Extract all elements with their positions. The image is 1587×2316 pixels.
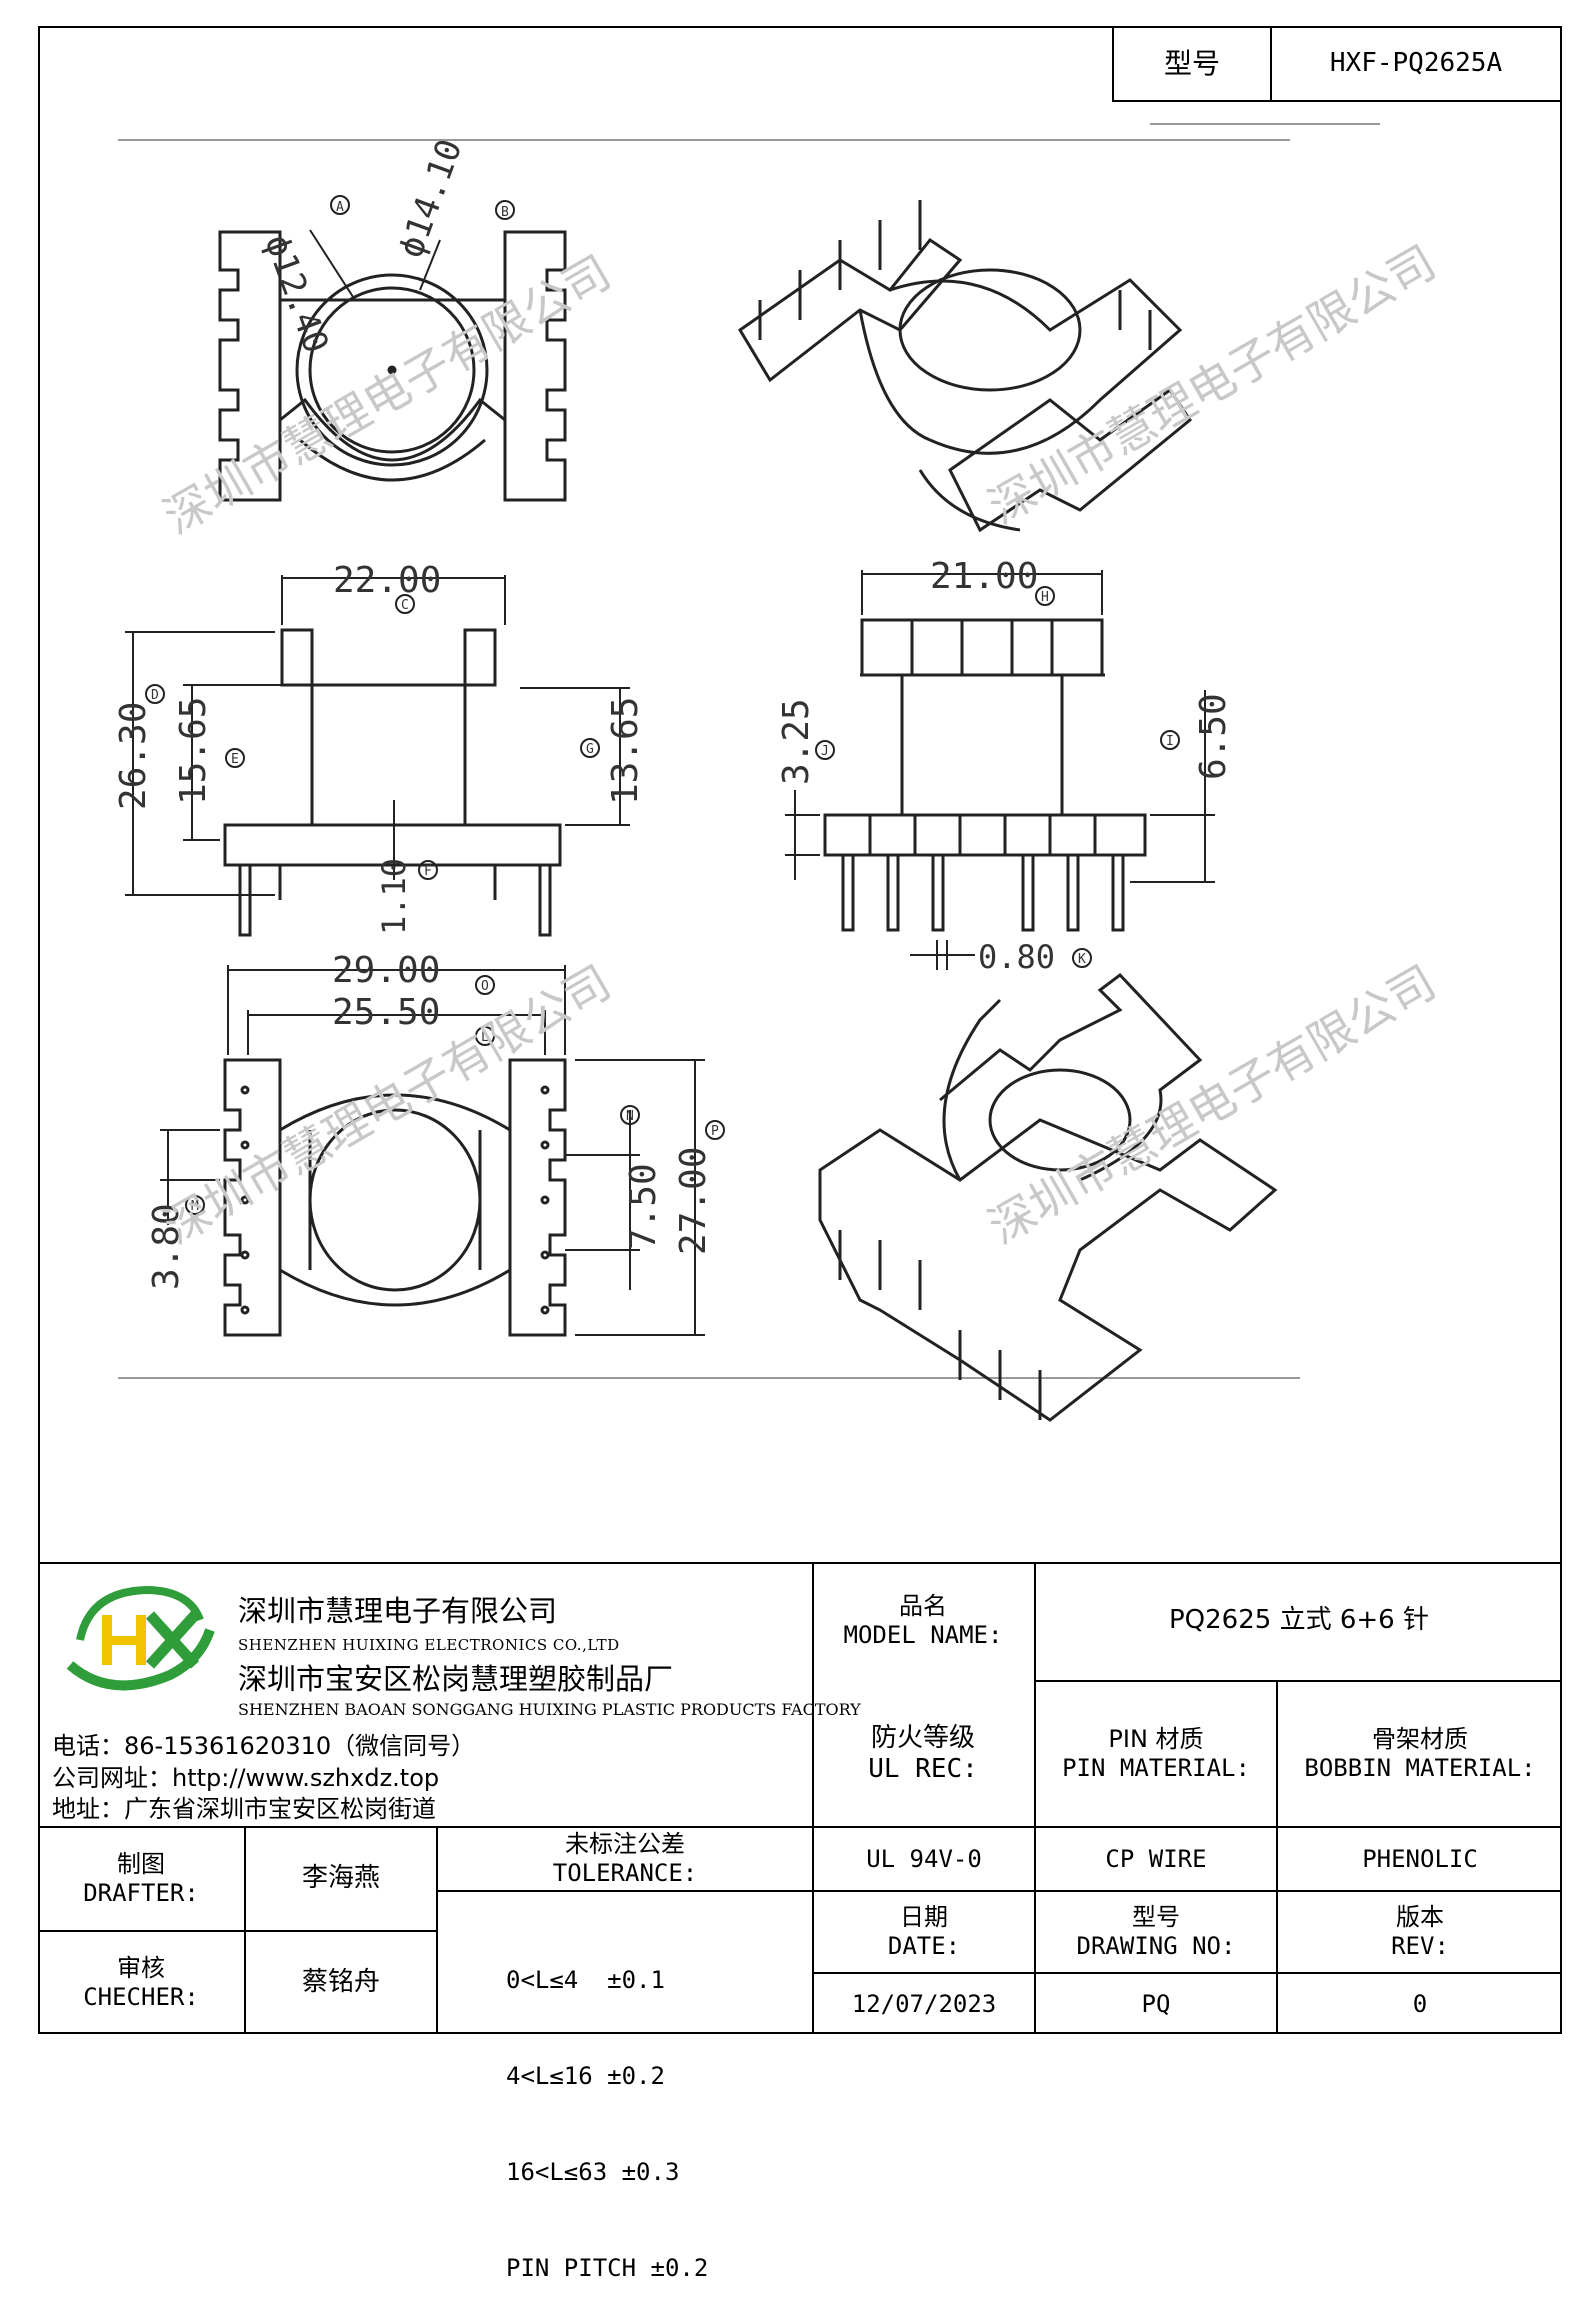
- svg-text:D: D: [151, 688, 159, 703]
- bottom-view: [160, 965, 705, 1337]
- drafter-name: 李海燕: [301, 1863, 380, 1894]
- model-name-value: PQ2625 立式 6+6 针: [1169, 1605, 1429, 1636]
- svg-text:G: G: [586, 742, 594, 757]
- svg-text:B: B: [501, 205, 509, 220]
- dim-width-25: 25.50: [332, 992, 440, 1033]
- svg-text:K: K: [1078, 952, 1086, 967]
- rev-label: 版本 REV:: [1391, 1903, 1449, 1960]
- dim-height-26: 26.30: [113, 702, 154, 810]
- svg-text:N: N: [626, 1109, 634, 1124]
- company-address: 地址：广东省深圳市宝安区松岗街道: [52, 1795, 436, 1823]
- date-label: 日期 DATE:: [887, 1903, 961, 1960]
- tolerance-row: 16<L≤63 ±0.3: [506, 2158, 680, 2186]
- company-logo: [66, 1585, 215, 1691]
- model-label: 型号: [1163, 47, 1220, 81]
- svg-text:L: L: [481, 1030, 489, 1045]
- top-view-outer-circle: [295, 273, 489, 467]
- company-name-en: SHENZHEN HUIXING ELECTRONICS CO.,LTD: [238, 1636, 620, 1654]
- model-value: HXF-PQ2625A: [1329, 48, 1503, 79]
- model-name-label: 品名 MODEL NAME:: [843, 1592, 1003, 1649]
- dim-height-15: 15.65: [173, 697, 214, 805]
- iso-view-top: [737, 200, 1193, 533]
- dim-height-13: 13.65: [605, 697, 646, 805]
- dim-d-outer: ϕ14.10: [391, 134, 471, 263]
- company-website: 公司网址：http://www.szhxdz.top: [52, 1764, 440, 1792]
- dim-width-22: 22.00: [333, 560, 441, 601]
- checker-name: 蔡铭舟: [301, 1967, 380, 1998]
- company-name-cn: 深圳市慧理电子有限公司: [238, 1594, 558, 1628]
- company-phone: 电话：86-15361620310（微信同号）: [52, 1732, 476, 1760]
- dim-pin-width: 0.80: [978, 938, 1055, 976]
- drawing-no-label: 型号 DRAWING NO:: [1076, 1903, 1236, 1960]
- drafter-label: 制图 DRAFTER:: [83, 1850, 199, 1907]
- drawing-no-value: PQ: [1141, 1989, 1171, 2018]
- top-view-inner-circle: [308, 286, 476, 454]
- svg-text:P: P: [711, 1124, 719, 1139]
- bobbin-material-label: 骨架材质 BOBBIN MATERIAL:: [1304, 1725, 1536, 1782]
- pin-material-label: PIN 材质 PIN MATERIAL:: [1062, 1725, 1250, 1782]
- tolerance-row: 4<L≤16 ±0.2: [506, 2062, 665, 2090]
- bottom-view-center-ellipse: [308, 1108, 482, 1292]
- side-view: [785, 570, 1215, 970]
- iso-view-bottom: [818, 972, 1278, 1422]
- dim-width-29: 29.00: [332, 950, 440, 991]
- svg-text:A: A: [336, 200, 344, 215]
- svg-text:J: J: [821, 744, 829, 759]
- svg-text:M: M: [191, 1199, 199, 1214]
- bobbin-material-value: PHENOLIC: [1362, 1844, 1478, 1873]
- rev-value: 0: [1412, 1989, 1428, 2018]
- dim-width-21: 21.00: [930, 556, 1038, 597]
- model-value-cell: HXF-PQ2625A: [1270, 26, 1562, 102]
- dim-flange: 1.10: [375, 858, 413, 935]
- top-view: [218, 229, 567, 502]
- dim-pin-pitch: 3.80: [146, 1203, 187, 1290]
- dim-span-7: 7.50: [623, 1163, 664, 1250]
- tolerance-row: 0<L≤4 ±0.1: [506, 1966, 665, 1994]
- pin-material-value: CP WIRE: [1105, 1844, 1207, 1873]
- tolerance-list: 0<L≤4 ±0.1 4<L≤16 ±0.2 16<L≤63 ±0.3 PIN …: [506, 1900, 806, 2316]
- dim-base-height: 3.25: [776, 698, 817, 785]
- drawing-sheet: [38, 26, 1562, 2034]
- dim-d-inner: ϕ12.40: [257, 229, 337, 358]
- ul-rec-value: UL 94V-0: [866, 1844, 982, 1873]
- svg-text:H: H: [1041, 590, 1049, 605]
- factory-name-en: SHENZHEN BAOAN SONGGANG HUIXING PLASTIC …: [238, 1700, 861, 1719]
- technical-drawing: ϕ12.40 A ϕ14.10 B: [113, 123, 1380, 1422]
- checker-label: 审核 CHECHER:: [83, 1954, 199, 2011]
- svg-text:I: I: [1166, 734, 1174, 749]
- factory-name-cn: 深圳市宝安区松岗慧理塑胶制品厂: [238, 1662, 674, 1696]
- svg-text:E: E: [231, 752, 239, 767]
- date-value: 12/07/2023: [851, 1989, 997, 2018]
- front-view: [125, 575, 630, 937]
- dim-height-27: 27.00: [673, 1147, 714, 1255]
- svg-text:C: C: [401, 598, 409, 613]
- svg-text:O: O: [481, 979, 489, 994]
- tolerance-label: 未标注公差 TOLERANCE:: [552, 1830, 698, 1887]
- ul-rec-label: 防火等级 UL REC:: [868, 1722, 978, 1784]
- tolerance-row: PIN PITCH ±0.2: [506, 2254, 709, 2282]
- svg-text:F: F: [424, 864, 432, 879]
- dim-pin-length: 6.50: [1193, 693, 1234, 780]
